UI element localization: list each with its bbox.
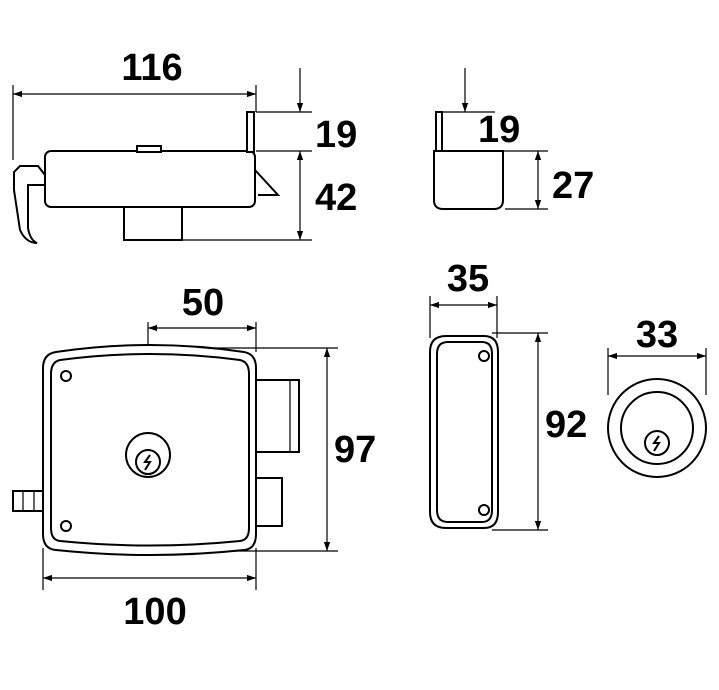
plate-screw-top [478,350,490,362]
dim-label-35: 35 [447,258,489,300]
hook-handle [13,165,46,244]
bolt-block [254,379,300,453]
dim-label-100: 100 [123,591,186,633]
rosette-keyway-icon [652,435,661,452]
dim-label-92: 92 [545,404,587,446]
dim-label-42: 42 [315,177,357,219]
dim-label-19-small: 19 [478,109,520,151]
plate-view [429,296,548,531]
side-latch [254,169,281,196]
lock-face-plate [50,353,250,547]
lower-bolt [254,477,283,527]
small-tab [435,111,443,153]
mounting-plate-inner [436,341,493,523]
rosette-inner [620,391,694,465]
dim-label-116: 116 [121,47,182,89]
top-tab [246,111,255,153]
dim-label-97: 97 [334,429,376,471]
plate-screw-bottom [478,504,490,516]
small-body [433,150,504,210]
keyway-icon [143,454,152,471]
dim-label-19-top: 19 [315,114,357,156]
screw-top-left [60,370,72,382]
top-knob [136,145,162,153]
top-view [12,68,312,244]
small-view [433,68,548,210]
left-bolt [12,490,48,512]
dim-label-33: 33 [636,314,678,356]
dim-label-50: 50 [182,282,224,324]
lock-body-side [44,150,256,208]
screw-bottom-left [60,520,72,532]
dim-label-27: 27 [552,165,594,207]
cylinder-side [123,206,183,241]
mounting-plate-outer [429,335,499,529]
front-view [12,322,338,590]
rosette-view [607,348,707,478]
